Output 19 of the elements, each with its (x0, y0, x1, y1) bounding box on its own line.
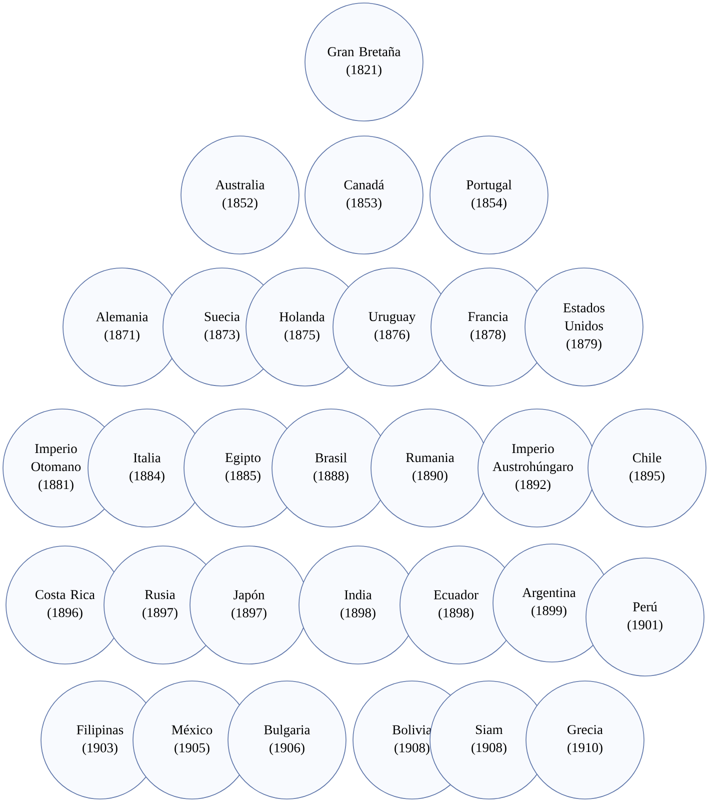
circle-node: Gran Bretaña (1821) (304, 2, 424, 122)
circle-node: Australia (1852) (180, 136, 300, 254)
circle-node: Estados Unidos (1879) (524, 268, 644, 386)
node-label: Perú (633, 602, 658, 612)
circle-node: Bulgaria (1906) (228, 680, 346, 800)
circle-node: Costa Rica (1896) (6, 546, 124, 664)
circle-node: Grecia (1910) (526, 680, 644, 800)
circle-node: Portugal (1854) (430, 136, 548, 254)
circle-node: Alemania (1871) (62, 268, 182, 386)
circle-node: Rumania (1890) (370, 408, 490, 528)
circle-node: Perú (1901) (586, 558, 704, 676)
node-label: (1901) (628, 620, 662, 632)
circle-node: Japón (1897) (190, 546, 308, 664)
circle-node: India (1898) (298, 546, 418, 664)
circle-node: Uruguay (1876) (332, 268, 452, 386)
circle-node: Canadá (1853) (304, 136, 424, 254)
circle-node: Chile (1895) (588, 408, 706, 528)
circle-node: Imperio Austrohúngaro (1892) (478, 408, 596, 528)
circle-node: Brasil (1888) (272, 408, 390, 528)
